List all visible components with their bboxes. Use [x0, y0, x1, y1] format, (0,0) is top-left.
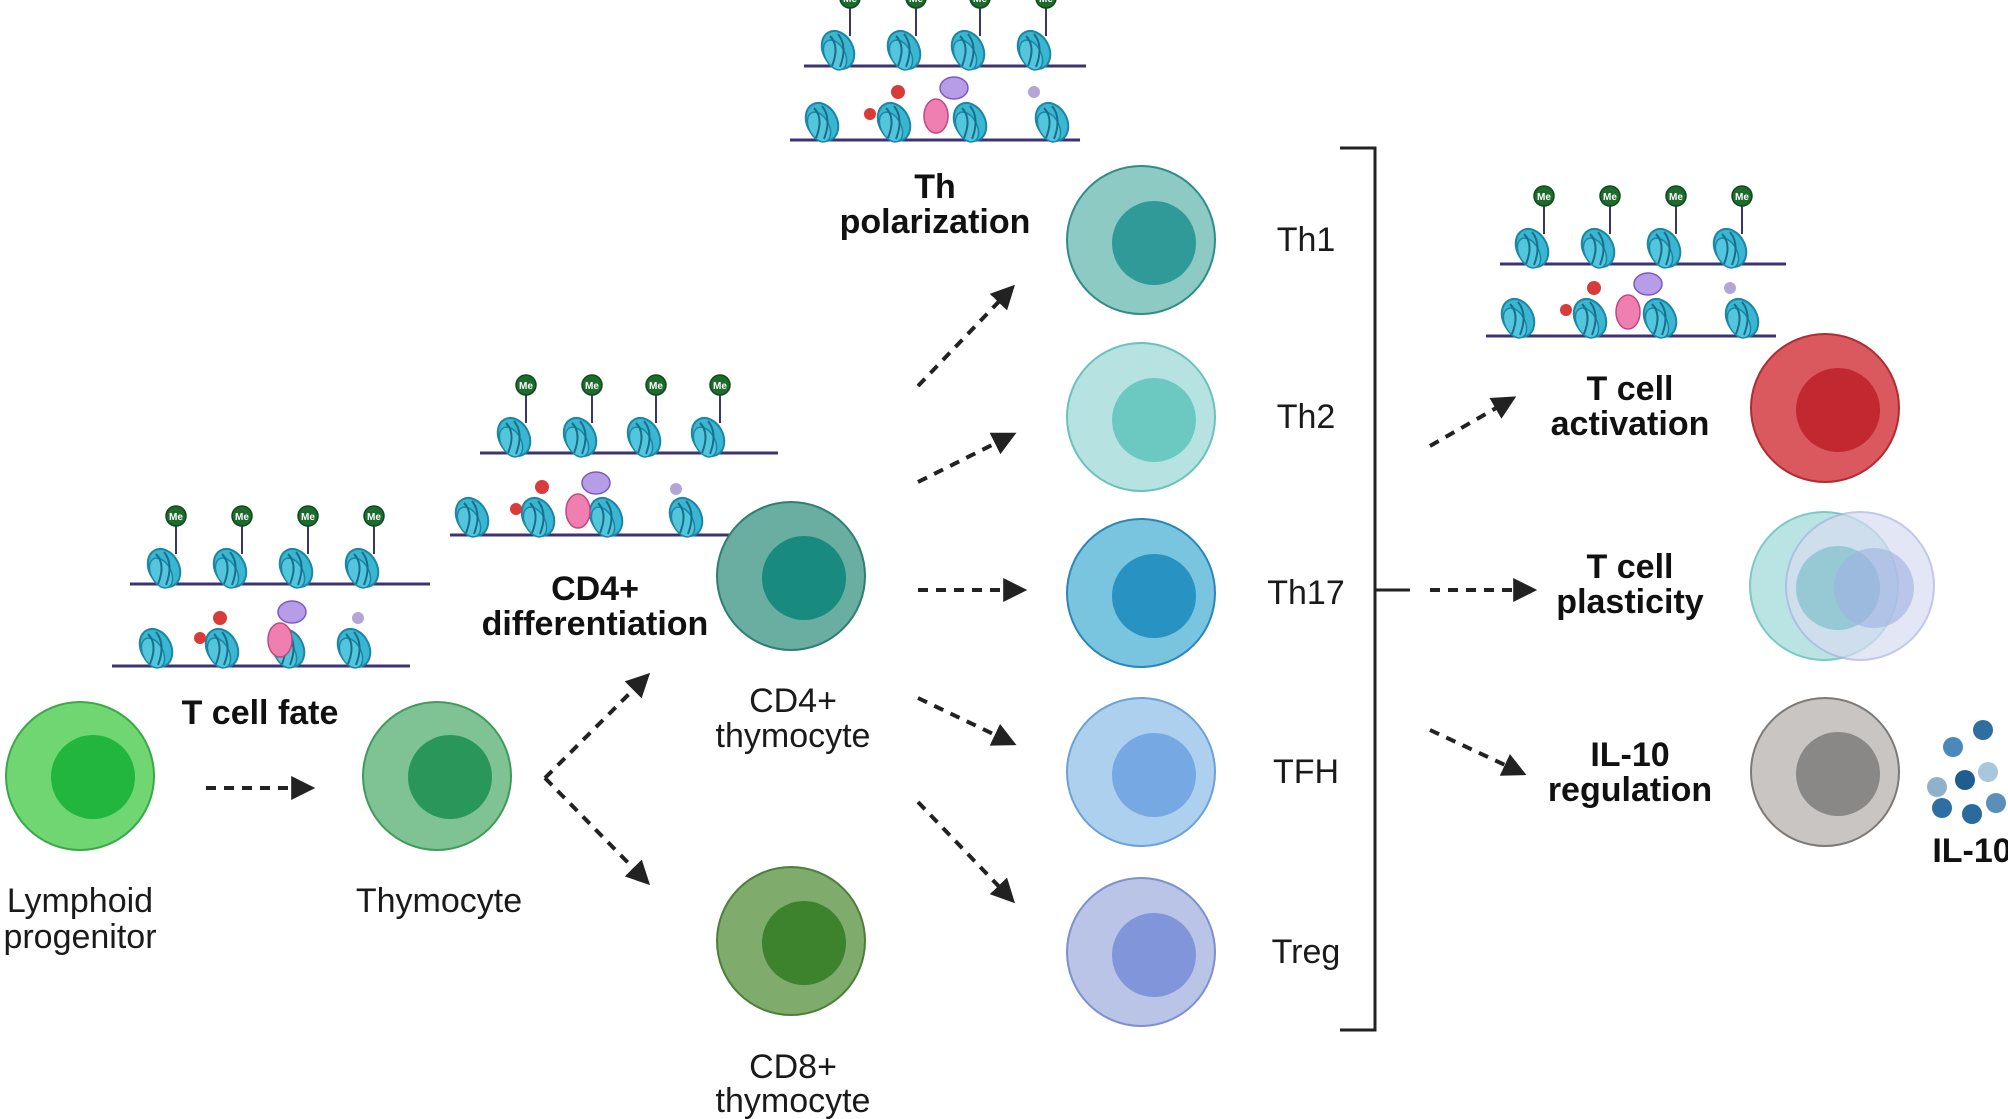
chromatin-marks-cd4-differentiation: Me Me Me Me [448, 374, 778, 543]
cell-th2 [1066, 342, 1216, 492]
label-th2: Th2 [1277, 398, 1336, 436]
cell-il10-regulating [1750, 697, 1900, 847]
arrow-thymocyte-cd8 [543, 776, 651, 886]
process-il10-1: IL-10 [1590, 736, 1669, 774]
label-cd4-2: thymocyte [716, 717, 871, 755]
methyl-mark-label: Me [301, 512, 315, 523]
label-cd8-1: CD8+ [749, 1048, 837, 1086]
chromatin-marks-t-cell-activation: Me Me Me Me [1486, 185, 1786, 344]
label-il10: IL-10 [1932, 832, 2008, 870]
process-cd4-diff-1: CD4+ [551, 570, 639, 608]
methyl-mark-label: Me [909, 0, 923, 5]
label-thymocyte: Thymocyte [356, 882, 522, 920]
cell-tfh [1066, 697, 1216, 847]
cell-plasticity [1749, 511, 1935, 661]
cell-cd8-thymocyte [716, 866, 866, 1016]
process-th-pol-1: Th [914, 168, 956, 206]
arrow-to-tfh [917, 696, 1017, 746]
process-plasticity-2: plasticity [1556, 583, 1703, 621]
arrow-to-treg [916, 800, 1015, 904]
methyl-mark-label: Me [1603, 192, 1617, 203]
arrow-to-activation [1429, 396, 1517, 448]
label-th17: Th17 [1267, 574, 1345, 612]
chromatin-marks-t-cell-fate: Me Me Me Me [112, 505, 430, 674]
process-plasticity-1: T cell [1587, 548, 1674, 586]
cell-lymphoid-progenitor [5, 701, 155, 851]
label-lymphoid-1: Lymphoid [7, 882, 153, 920]
process-activation-1: T cell [1587, 370, 1674, 408]
cell-th17 [1066, 518, 1216, 668]
cell-thymocyte [362, 701, 512, 851]
process-th-pol-2: polarization [840, 203, 1031, 241]
label-treg: Treg [1272, 933, 1341, 971]
process-t-cell-fate: T cell fate [182, 694, 339, 732]
methyl-mark-label: Me [843, 0, 857, 5]
cell-th1 [1066, 165, 1216, 315]
label-tfh: TFH [1273, 753, 1339, 791]
arrow-thymocyte-cd4 [543, 672, 651, 780]
methyl-mark-label: Me [1039, 0, 1053, 5]
chromatin-marks-th-polarization: Me Me Me Me [790, 0, 1086, 148]
arrow-to-th2 [917, 432, 1017, 484]
methyl-mark-label: Me [1735, 192, 1749, 203]
methyl-mark-label: Me [367, 512, 381, 523]
label-cd4-1: CD4+ [749, 682, 837, 720]
cell-treg [1066, 877, 1216, 1027]
methyl-mark-label: Me [649, 381, 663, 392]
cell-cd4-thymocyte [716, 501, 866, 651]
methyl-mark-label: Me [1669, 192, 1683, 203]
methyl-mark-label: Me [585, 381, 599, 392]
arrow-to-th1 [916, 284, 1015, 388]
cell-activated-t [1750, 333, 1900, 483]
process-activation-2: activation [1551, 405, 1710, 443]
methyl-mark-label: Me [1537, 192, 1551, 203]
label-cd8-2: thymocyte [716, 1082, 871, 1119]
subset-bracket [1340, 146, 1410, 1032]
methyl-mark-label: Me [713, 381, 727, 392]
methyl-mark-label: Me [235, 512, 249, 523]
process-il10-2: regulation [1548, 771, 1712, 809]
process-cd4-diff-2: differentiation [482, 605, 709, 643]
label-th1: Th1 [1277, 221, 1336, 259]
methyl-mark-label: Me [519, 381, 533, 392]
label-lymphoid-2: progenitor [3, 918, 156, 956]
arrow-to-il10 [1429, 728, 1527, 776]
methyl-mark-label: Me [973, 0, 987, 5]
methyl-mark-label: Me [169, 512, 183, 523]
il10-cytokine-particles [1927, 720, 2006, 824]
